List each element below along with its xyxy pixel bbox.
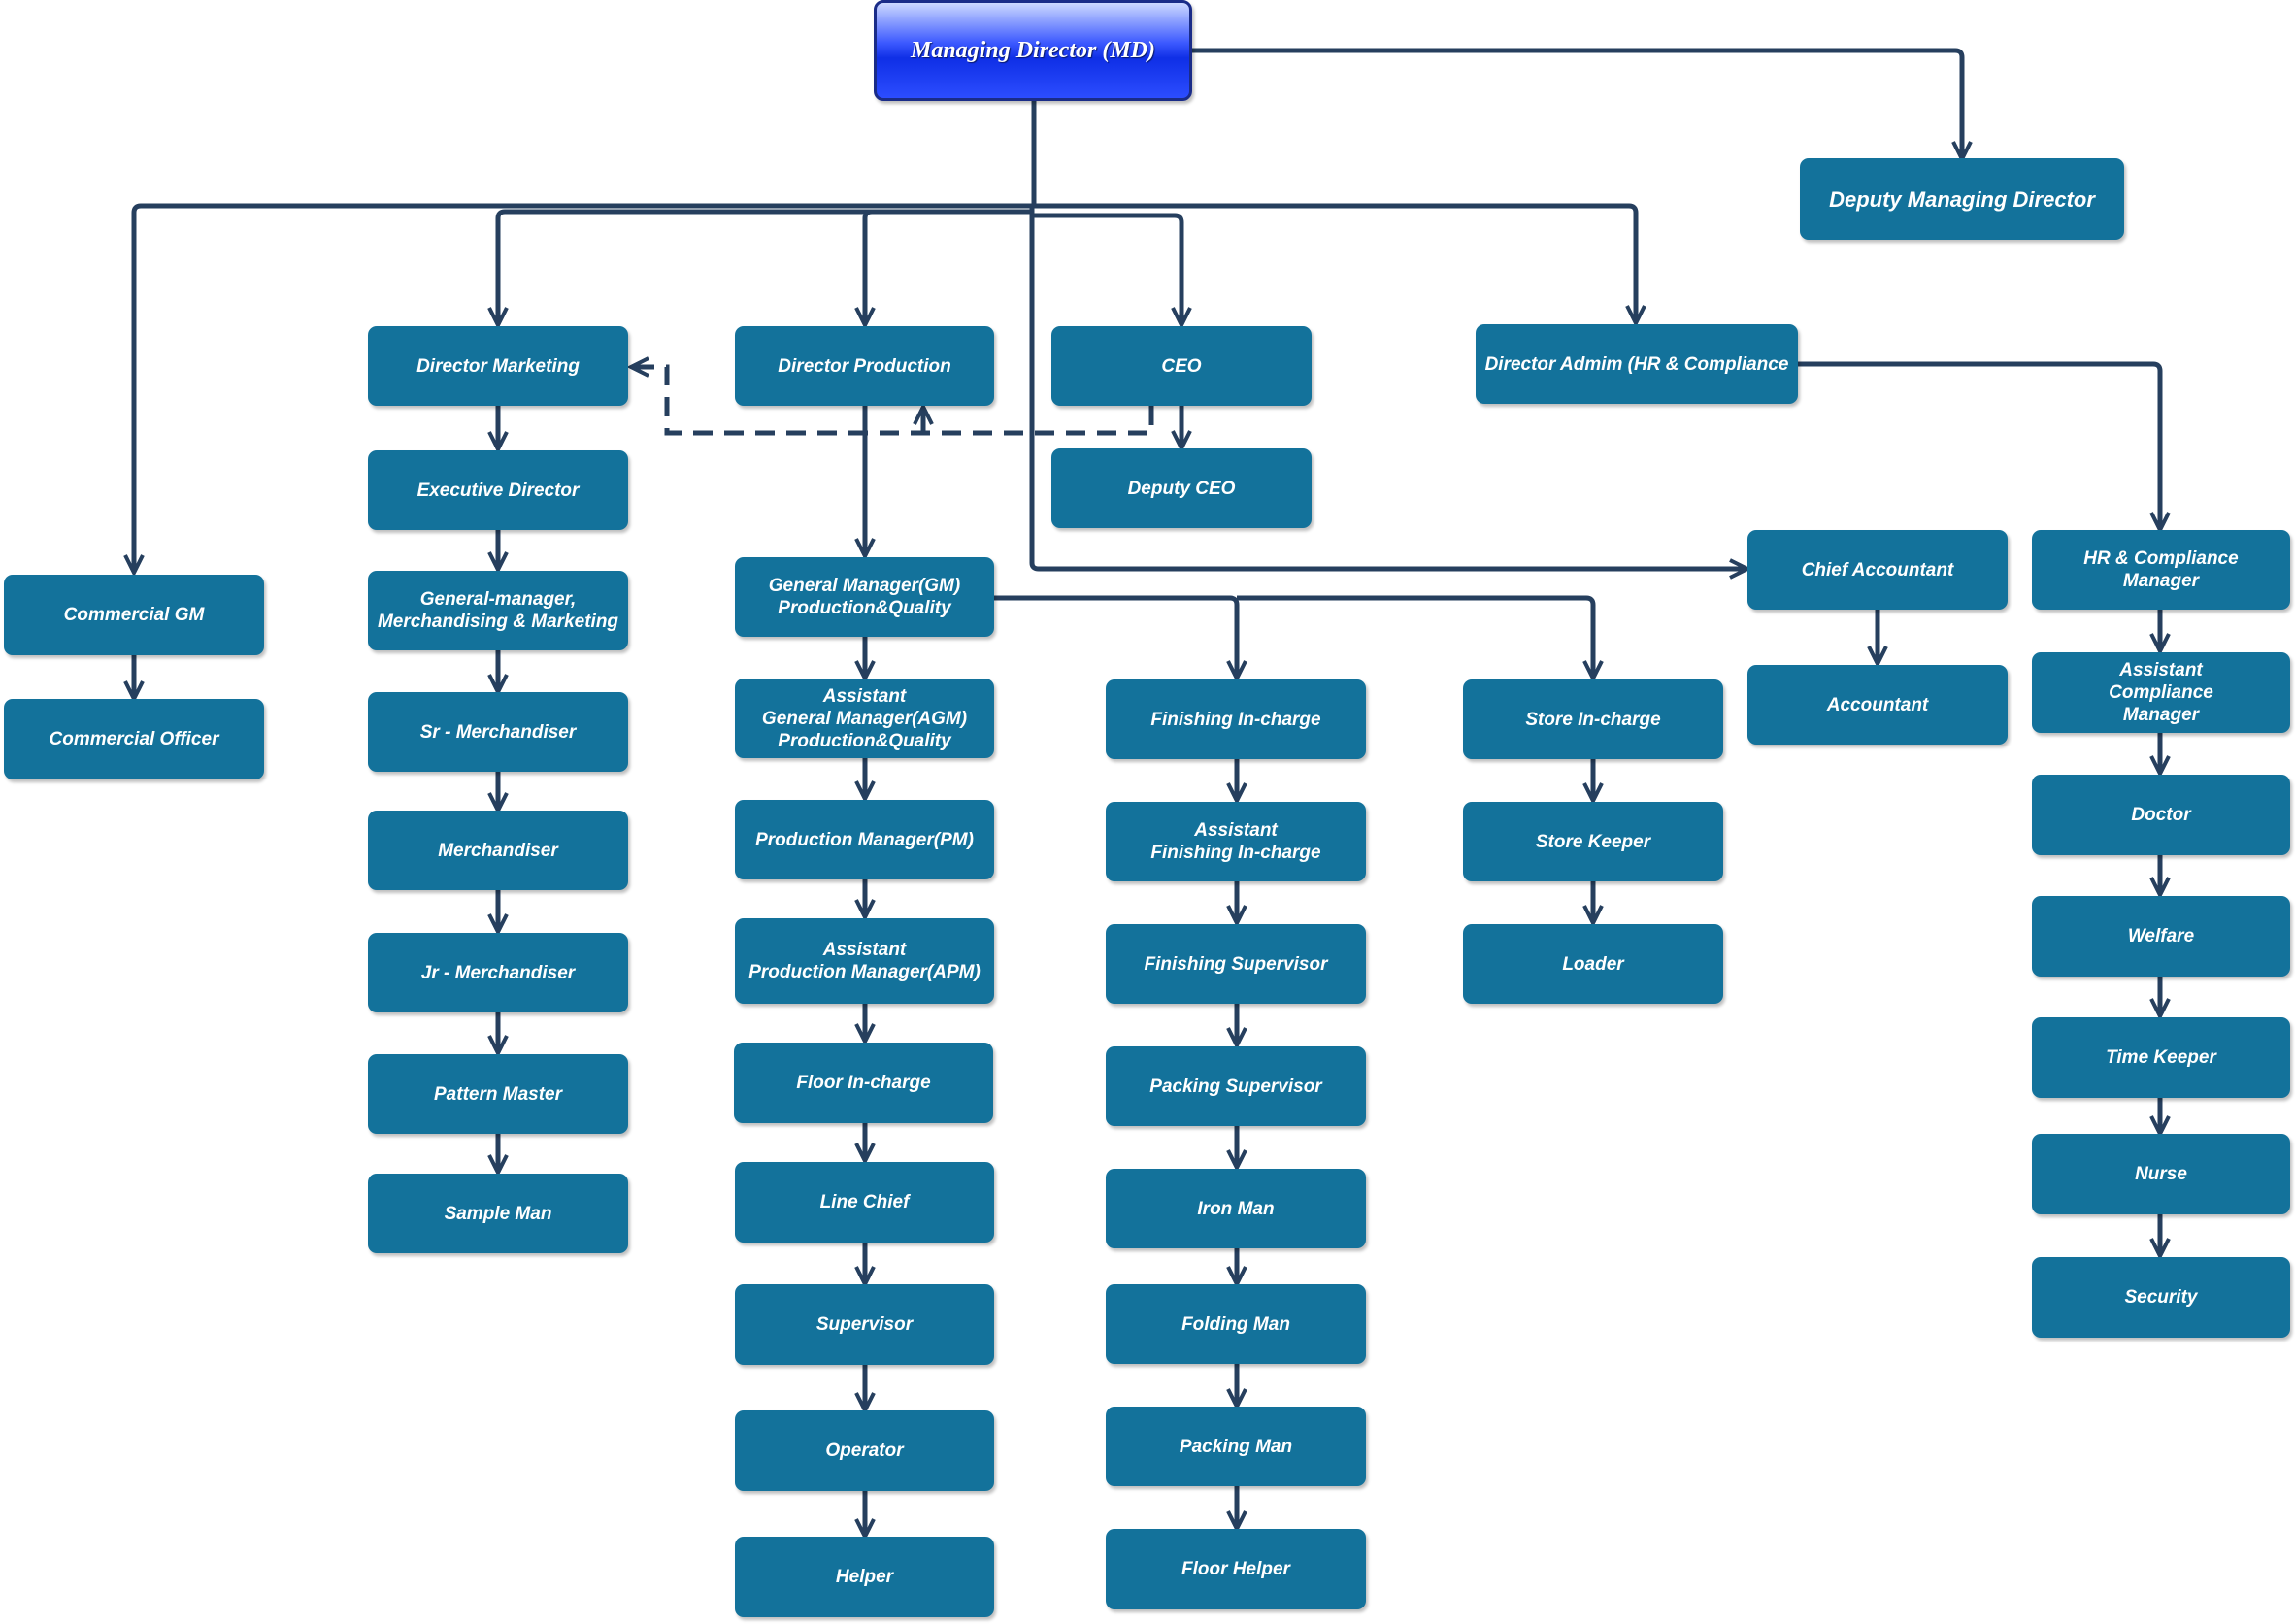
node-merchandiser: Merchandiser — [368, 811, 628, 890]
node-ceo: CEO — [1051, 326, 1312, 406]
node-packing-man: Packing Man — [1106, 1407, 1366, 1486]
node-helper: Helper — [735, 1537, 994, 1617]
node-assistant-finishing-incharge: Assistant Finishing In-charge — [1106, 802, 1366, 881]
dashed-connector-ceo — [633, 367, 1154, 436]
node-packing-supervisor: Packing Supervisor — [1106, 1046, 1366, 1126]
node-iron-man: Iron Man — [1106, 1169, 1366, 1248]
node-agm-production: Assistant General Manager(AGM) Productio… — [735, 679, 994, 758]
node-welfare: Welfare — [2032, 896, 2290, 977]
node-doctor: Doctor — [2032, 775, 2290, 855]
node-finishing-incharge: Finishing In-charge — [1106, 679, 1366, 759]
node-nurse: Nurse — [2032, 1134, 2290, 1214]
node-folding-man: Folding Man — [1106, 1284, 1366, 1364]
connector-md-to-director-production — [865, 209, 1034, 323]
node-sr-merchandiser: Sr - Merchandiser — [368, 692, 628, 772]
node-assistant-compliance-manager: Assistant Compliance Manager — [2032, 652, 2290, 733]
node-deputy-managing-director: Deputy Managing Director — [1800, 158, 2124, 240]
node-time-keeper: Time Keeper — [2032, 1017, 2290, 1098]
node-sample-man: Sample Man — [368, 1174, 628, 1253]
node-director-marketing: Director Marketing — [368, 326, 628, 406]
node-assistant-production-manager: Assistant Production Manager(APM) — [735, 918, 994, 1004]
node-commercial-gm: Commercial GM — [4, 575, 264, 655]
node-executive-director: Executive Director — [368, 450, 628, 530]
connector-md-to-dmd — [1192, 48, 1962, 157]
connector-md-to-chief-accountant — [1029, 206, 1746, 569]
node-production-manager: Production Manager(PM) — [735, 800, 994, 879]
connector-md-to-director-admin — [1034, 203, 1636, 321]
node-store-incharge: Store In-charge — [1463, 679, 1723, 759]
node-pattern-master: Pattern Master — [368, 1054, 628, 1134]
connector-md-to-ceo — [1034, 213, 1181, 323]
node-deputy-ceo: Deputy CEO — [1051, 448, 1312, 528]
node-director-production: Director Production — [735, 326, 994, 406]
connector-gm-to-finishing — [994, 595, 1237, 677]
node-operator: Operator — [735, 1410, 994, 1491]
connector-md-to-director-marketing — [498, 209, 1034, 323]
node-floor-helper: Floor Helper — [1106, 1529, 1366, 1609]
node-accountant: Accountant — [1747, 665, 2008, 745]
node-supervisor: Supervisor — [735, 1284, 994, 1365]
node-hr-compliance-manager: HR & Compliance Manager — [2032, 530, 2290, 610]
connector-md-to-commercial-gm — [134, 203, 1034, 571]
connector-admin-to-hr — [1798, 361, 2160, 528]
node-gm-production: General Manager(GM) Production&Quality — [735, 557, 994, 637]
node-managing-director: Managing Director (MD) — [874, 0, 1192, 101]
node-director-admin: Director Admim (HR & Compliance — [1476, 324, 1798, 404]
node-store-keeper: Store Keeper — [1463, 802, 1723, 881]
node-loader: Loader — [1463, 924, 1723, 1004]
node-gm-merchandising: General-manager, Merchandising & Marketi… — [368, 571, 628, 650]
node-security: Security — [2032, 1257, 2290, 1338]
node-line-chief: Line Chief — [735, 1162, 994, 1243]
node-jr-merchandiser: Jr - Merchandiser — [368, 933, 628, 1012]
node-commercial-officer: Commercial Officer — [4, 699, 264, 779]
node-floor-incharge: Floor In-charge — [734, 1043, 993, 1123]
node-finishing-supervisor: Finishing Supervisor — [1106, 924, 1366, 1004]
node-chief-accountant: Chief Accountant — [1747, 530, 2008, 610]
connector-gm-to-store — [1237, 595, 1593, 677]
